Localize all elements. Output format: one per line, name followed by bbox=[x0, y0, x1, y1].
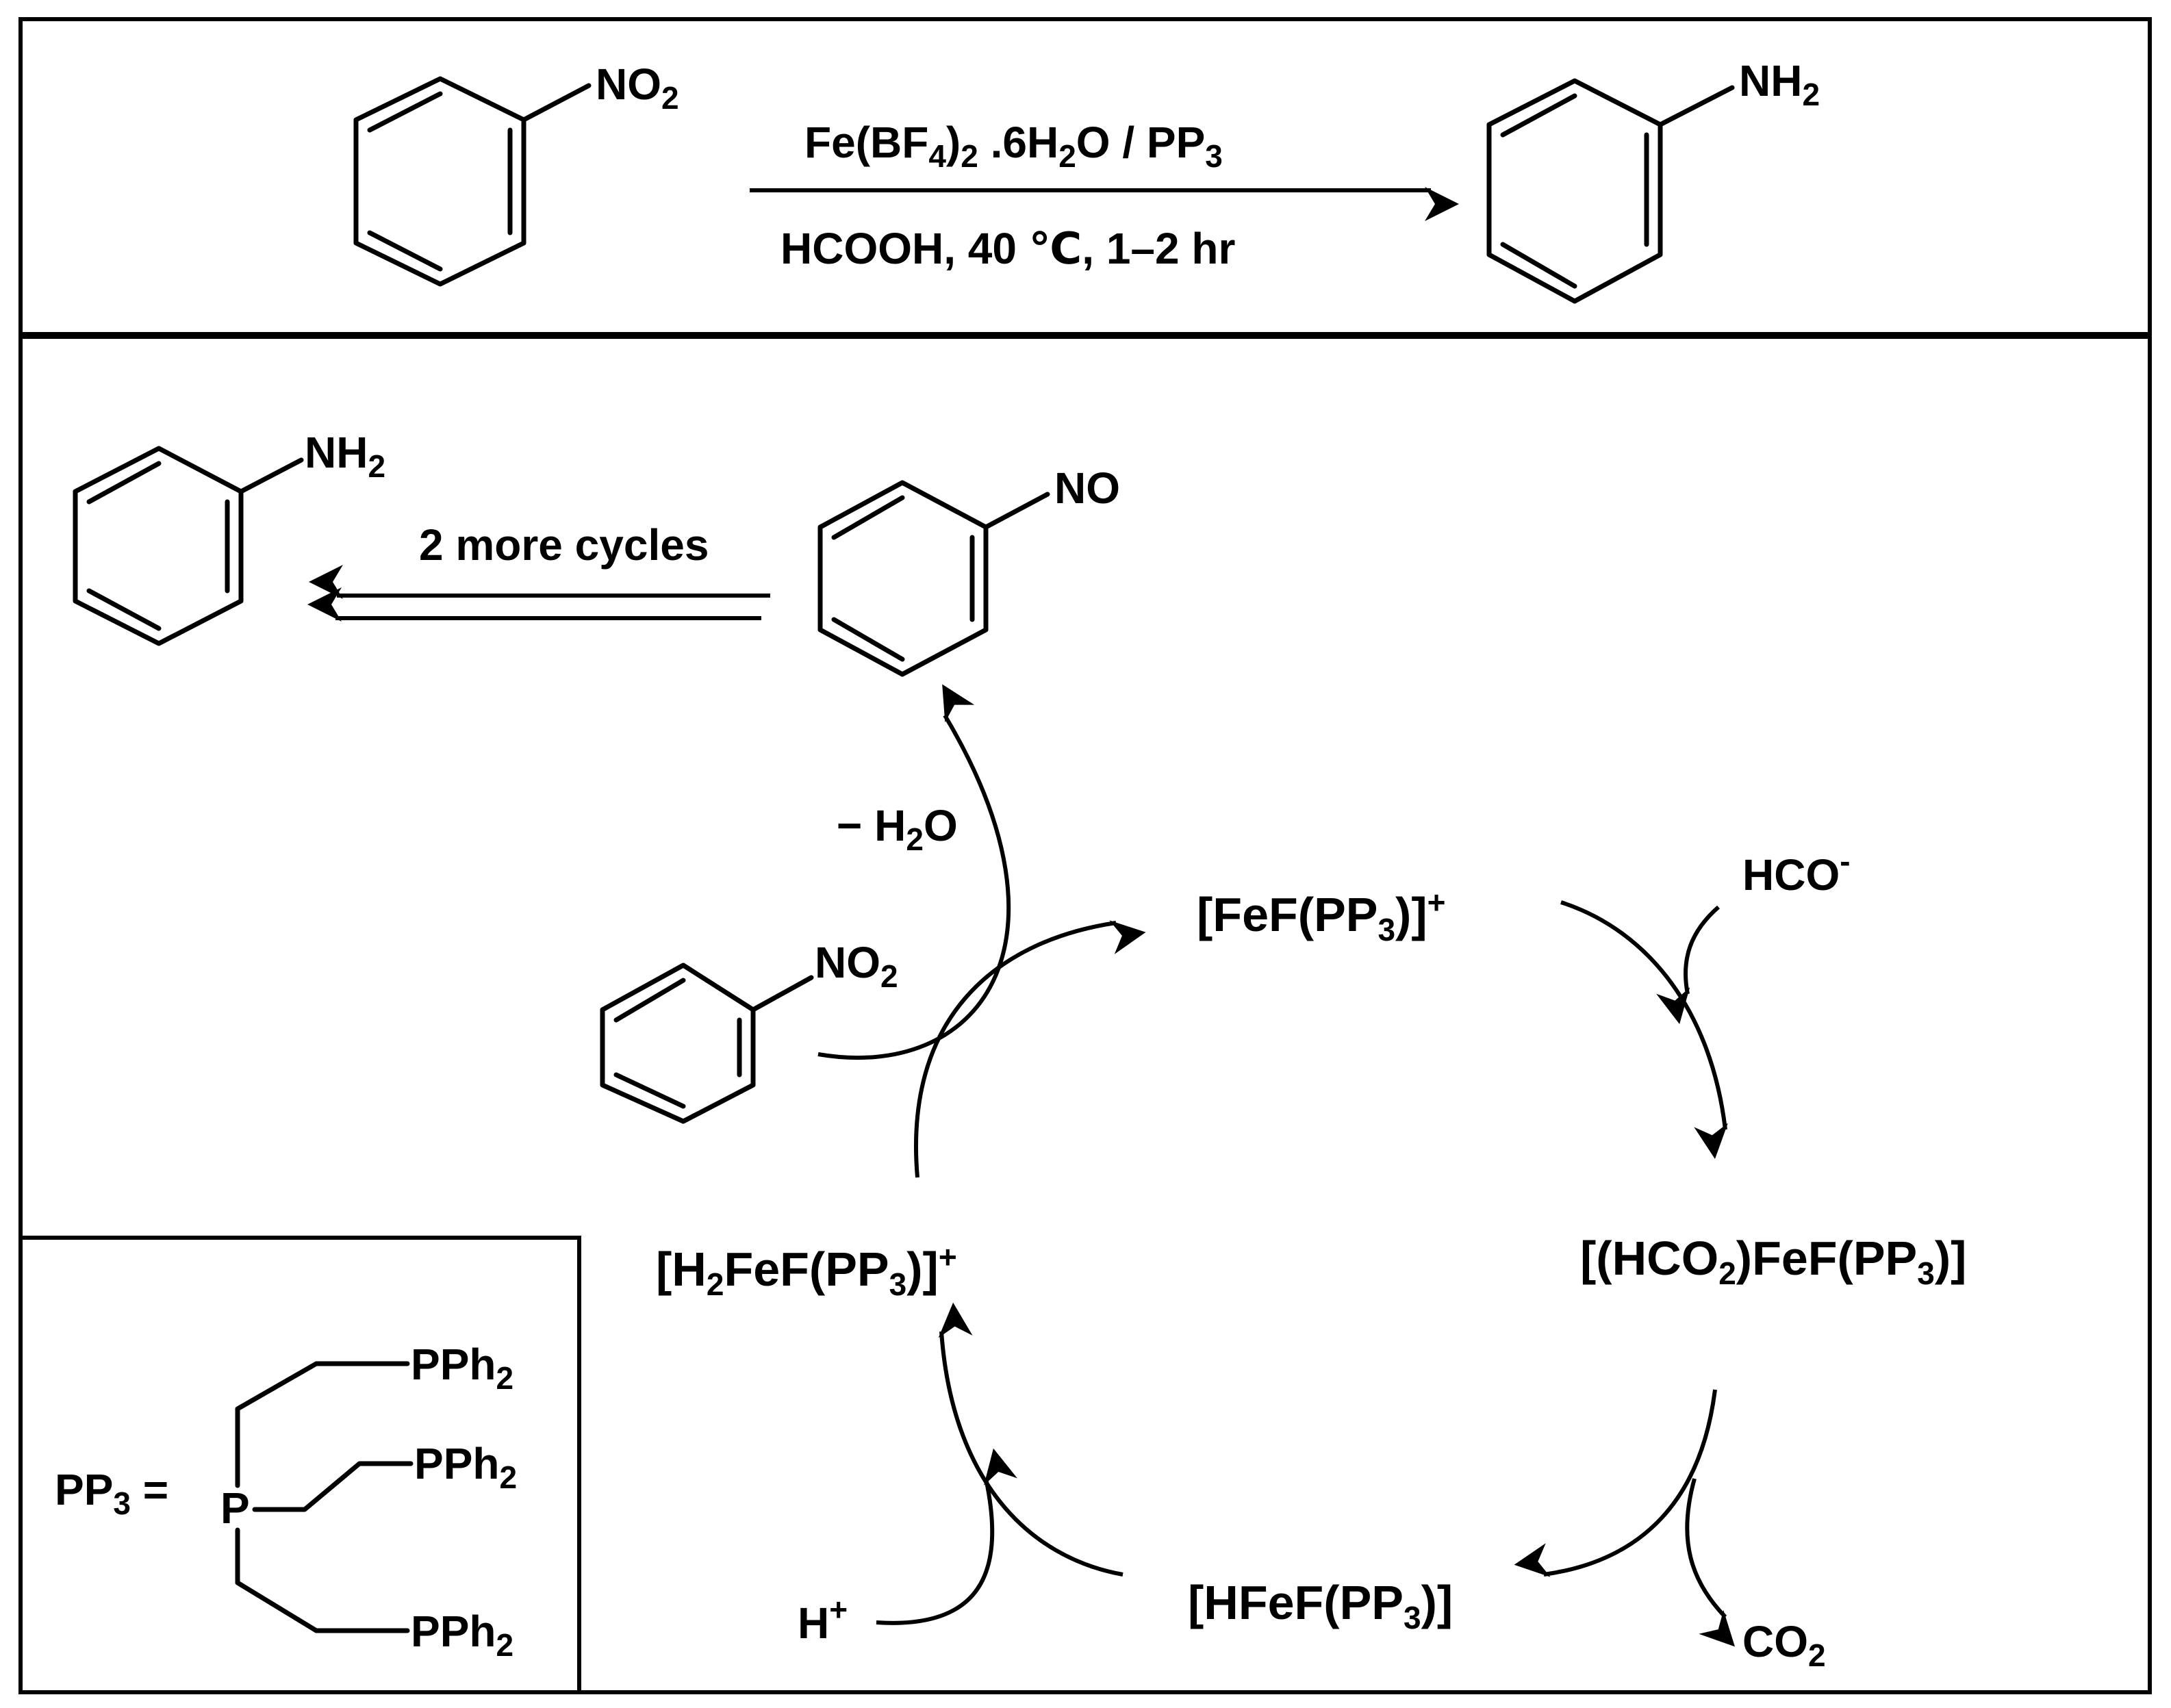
ligand-arm-bottom bbox=[235, 1527, 410, 1633]
arrow-h2fef-to-fef bbox=[914, 920, 1146, 1178]
co2-byproduct: CO2 bbox=[1742, 1617, 1826, 1673]
more-cycles-label: 2 more cycles bbox=[419, 520, 709, 570]
species-fef: [FeF(PP3)]+ bbox=[1197, 884, 1446, 947]
ligand-panel-frame bbox=[18, 1236, 581, 1694]
nitrobenzene-reactant: NO2 bbox=[353, 60, 679, 287]
c-n-bond bbox=[1658, 85, 1735, 127]
ring-inner-bonds bbox=[831, 495, 975, 662]
ligand-arm-top-group: PPh2 bbox=[411, 1340, 513, 1396]
c-n-bond bbox=[238, 457, 304, 494]
conditions-label: HCOOH, 40 ℃, 1–2 hr bbox=[780, 224, 1235, 273]
species-hco2-fef: [(HCO2)FeF(PP3)] bbox=[1580, 1232, 1966, 1291]
c-n-bond bbox=[750, 975, 814, 1012]
water-loss-label: − H2O bbox=[837, 801, 958, 857]
nitroso-group: NO bbox=[1054, 463, 1120, 513]
cycle-panel-frame bbox=[18, 335, 2152, 1694]
ring-inner-bonds bbox=[1500, 93, 1649, 289]
ring-inner-bonds bbox=[86, 461, 230, 631]
amine-group: NH2 bbox=[305, 428, 385, 484]
nitro-group: NO2 bbox=[815, 938, 898, 994]
arrow-proton-in bbox=[876, 1448, 1017, 1625]
c-n-bond bbox=[983, 492, 1050, 530]
nitrosobenzene: NO bbox=[817, 463, 1120, 677]
arrow-formate-in bbox=[1656, 905, 1720, 1025]
proton-reagent: H+ bbox=[798, 1592, 848, 1648]
aniline-final: NH2 bbox=[73, 428, 385, 646]
benzene-ring bbox=[600, 963, 756, 1124]
arrow-co2-out bbox=[1685, 1478, 1735, 1647]
arrow-hco2-to-hfef bbox=[1514, 1389, 1717, 1577]
species-hfef: [HFeF(PP3)] bbox=[1188, 1576, 1453, 1635]
benzene-ring bbox=[1486, 78, 1663, 304]
nitro-group: NO2 bbox=[596, 60, 679, 116]
aniline-product: NH2 bbox=[1486, 56, 1820, 304]
benzene-ring bbox=[353, 76, 526, 287]
benzene-ring bbox=[817, 480, 989, 677]
ligand-label: PP3 = bbox=[55, 1465, 168, 1521]
ring-inner-bonds bbox=[367, 91, 513, 272]
arrow-nitro-to-nitroso bbox=[817, 684, 1011, 1060]
arrow-hfef-to-h2fef bbox=[938, 1302, 1123, 1577]
ligand-arm-bottom-group: PPh2 bbox=[411, 1607, 513, 1663]
ligand-arm-middle-group: PPh2 bbox=[414, 1439, 517, 1495]
species-h2fef: [H2FeF(PP3)]+ bbox=[656, 1239, 957, 1302]
c-n-bond bbox=[521, 83, 592, 123]
nitrobenzene-substrate: NO2 bbox=[600, 938, 898, 1124]
benzene-ring bbox=[73, 446, 244, 646]
ligand-arm-middle bbox=[252, 1461, 414, 1512]
top-panel-frame bbox=[18, 17, 2152, 336]
ligand-arm-top bbox=[235, 1361, 410, 1488]
amine-group: NH2 bbox=[1739, 56, 1820, 112]
ligand-center-atom: P bbox=[220, 1483, 250, 1533]
formate-reagent: HCO- bbox=[1742, 843, 1851, 900]
arrow-fef-to-hco2 bbox=[1560, 900, 1728, 1160]
catalyst-label: Fe(BF4)2 .6H2O / PP3 bbox=[804, 118, 1223, 174]
ring-inner-bonds bbox=[613, 978, 742, 1109]
